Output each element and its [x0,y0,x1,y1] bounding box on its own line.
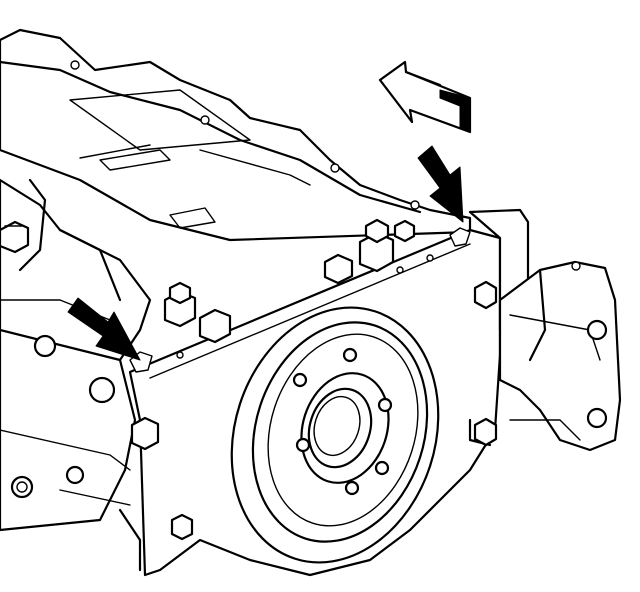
crankshaft-pulley [230,306,440,564]
removal-direction-arrow [378,60,472,134]
bolt [358,218,395,273]
bolt [473,417,498,447]
bolt [393,219,416,243]
seal-clip-right [449,227,471,247]
upper-cover [0,28,472,242]
bolt [170,513,194,541]
bolt [0,220,30,254]
arrow-right-seal-location [417,145,464,223]
bolt [473,280,498,310]
cover-bolts [0,218,498,541]
bolt [323,253,354,285]
arrow-left-seal-location [67,297,141,361]
bolt [198,308,232,344]
bolt [130,416,160,451]
bolt [163,281,197,328]
